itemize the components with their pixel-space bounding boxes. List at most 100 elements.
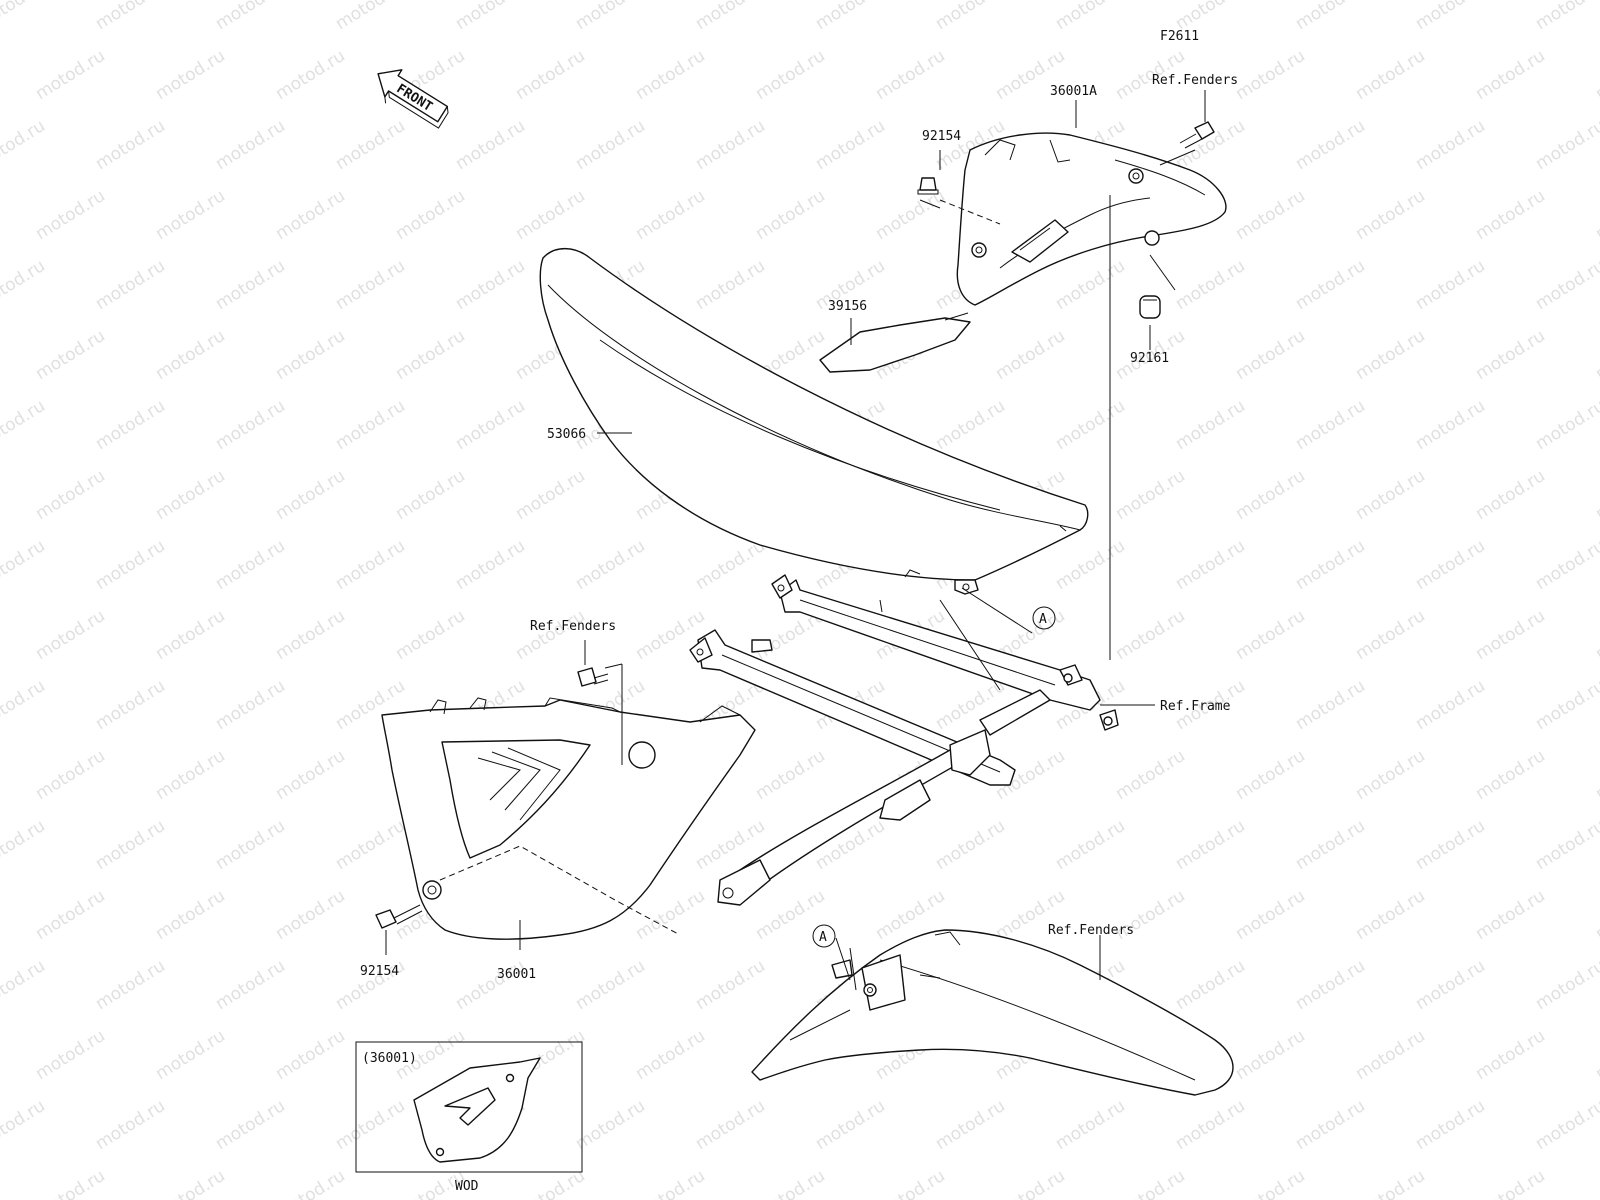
- watermark-text: motod.ru: [1592, 326, 1600, 384]
- label-circle-a-bottom: A: [819, 930, 827, 945]
- watermark-text: motod.ru: [1232, 46, 1309, 104]
- watermark-text: motod.ru: [752, 886, 829, 944]
- inset-caption: WOD: [455, 1179, 479, 1194]
- label-circle-a-top: A: [1039, 612, 1047, 627]
- watermark-text: motod.ru: [1292, 396, 1369, 454]
- watermark-text: motod.ru: [1532, 1096, 1600, 1154]
- watermark-text: motod.ru: [872, 186, 949, 244]
- watermark-text: motod.ru: [1412, 816, 1489, 874]
- watermark-text: motod.ru: [692, 256, 769, 314]
- watermark-text: motod.ru: [452, 0, 529, 34]
- watermark-text: motod.ru: [932, 0, 1009, 34]
- inset-title: (36001): [362, 1051, 417, 1066]
- watermark-text: motod.ru: [932, 816, 1009, 874]
- watermark-text: motod.ru: [752, 746, 829, 804]
- watermark-text: motod.ru: [812, 1096, 889, 1154]
- watermark-text: motod.ru: [1532, 676, 1600, 734]
- watermark-text: motod.ru: [92, 536, 169, 594]
- watermark-text: motod.ru: [512, 466, 589, 524]
- watermark-text: motod.ru: [212, 0, 289, 34]
- watermark-text: motod.ru: [0, 1096, 49, 1154]
- watermark-text: motod.ru: [32, 466, 109, 524]
- watermark-text: motod.ru: [1292, 536, 1369, 594]
- watermark-text: motod.ru: [0, 396, 49, 454]
- watermark-text: motod.ru: [152, 606, 229, 664]
- watermark-text: motod.ru: [1472, 326, 1549, 384]
- watermark-text: motod.ru: [92, 256, 169, 314]
- watermark-text: motod.ru: [512, 46, 589, 104]
- watermark-text: motod.ru: [212, 676, 289, 734]
- watermark-text: motod.ru: [1592, 746, 1600, 804]
- watermark-text: motod.ru: [92, 0, 169, 34]
- watermark-text: motod.ru: [0, 676, 49, 734]
- watermark-text: motod.ru: [272, 46, 349, 104]
- watermark-text: motod.ru: [1172, 1096, 1249, 1154]
- watermark-text: motod.ru: [1352, 46, 1429, 104]
- watermark-text: motod.ru: [332, 0, 409, 34]
- watermark-text: motod.ru: [92, 1096, 169, 1154]
- watermark-text: motod.ru: [1412, 676, 1489, 734]
- watermark-text: motod.ru: [1292, 676, 1369, 734]
- watermark-text: motod.ru: [572, 0, 649, 34]
- watermark-text: motod.ru: [452, 396, 529, 454]
- watermark-text: motod.ru: [152, 1026, 229, 1084]
- watermark-text: motod.ru: [1352, 466, 1429, 524]
- watermark-text: motod.ru: [1472, 186, 1549, 244]
- watermark-text: motod.ru: [1472, 1026, 1549, 1084]
- label-92154-bottom: 92154: [360, 964, 399, 979]
- label-ref-frame: Ref.Frame: [1160, 699, 1231, 714]
- watermark-text: motod.ru: [1472, 1166, 1549, 1200]
- inset-variant-box: (36001) WOD: [355, 1041, 583, 1194]
- watermark-text: motod.ru: [0, 0, 49, 34]
- watermark-text: motod.ru: [1232, 1026, 1309, 1084]
- watermark-text: motod.ru: [1052, 536, 1129, 594]
- watermark-text: motod.ru: [1172, 956, 1249, 1014]
- watermark-text: motod.ru: [1232, 186, 1309, 244]
- watermark-text: motod.ru: [1292, 256, 1369, 314]
- watermark-text: motod.ru: [212, 396, 289, 454]
- watermark-text: motod.ru: [272, 466, 349, 524]
- watermark-text: motod.ru: [1412, 116, 1489, 174]
- watermark-text: motod.ru: [272, 886, 349, 944]
- label-92161: 92161: [1130, 351, 1169, 366]
- watermark-text: motod.ru: [332, 536, 409, 594]
- watermark-text: motod.ru: [1592, 1166, 1600, 1200]
- watermark-text: motod.ru: [632, 1166, 709, 1200]
- watermark-text: motod.ru: [92, 816, 169, 874]
- watermark-text: motod.ru: [32, 886, 109, 944]
- label-39156: 39156: [828, 299, 867, 314]
- watermark-text: motod.ru: [572, 536, 649, 594]
- watermark-text: motod.ru: [392, 326, 469, 384]
- watermark-text: motod.ru: [812, 116, 889, 174]
- watermark-text: motod.ru: [32, 46, 109, 104]
- side-cover-36001A: [956, 132, 1227, 306]
- watermark-text: motod.ru: [332, 256, 409, 314]
- watermark-text: motod.ru: [1412, 1096, 1489, 1154]
- watermark-text: motod.ru: [272, 1026, 349, 1084]
- watermark-text: motod.ru: [1352, 186, 1429, 244]
- label-36001A: 36001A: [1050, 84, 1097, 99]
- watermark-text: motod.ru: [1532, 116, 1600, 174]
- watermark-text: motod.ru: [0, 256, 49, 314]
- watermark-text: motod.ru: [332, 1096, 409, 1154]
- watermark-text: motod.ru: [1112, 606, 1189, 664]
- watermark-text: motod.ru: [452, 116, 529, 174]
- watermark-text: motod.ru: [1052, 396, 1129, 454]
- watermark-text: motod.ru: [152, 886, 229, 944]
- watermark-text: motod.ru: [1472, 466, 1549, 524]
- watermark-text: motod.ru: [1112, 746, 1189, 804]
- watermark-text: motod.ru: [572, 1096, 649, 1154]
- label-ref-fenders-bottom: Ref.Fenders: [1048, 923, 1134, 938]
- watermark-text: motod.ru: [872, 1166, 949, 1200]
- watermark-text: motod.ru: [332, 116, 409, 174]
- watermark-text: motod.ru: [1412, 0, 1489, 34]
- watermark-text: motod.ru: [32, 1166, 109, 1200]
- watermark-text: motod.ru: [1052, 1096, 1129, 1154]
- watermark-text: motod.ru: [32, 186, 109, 244]
- watermark-text: motod.ru: [1232, 1166, 1309, 1200]
- watermark-text: motod.ru: [1172, 396, 1249, 454]
- bolt-92154-top: [917, 177, 939, 195]
- watermark-text: motod.ru: [1532, 256, 1600, 314]
- watermark-text: motod.ru: [1412, 396, 1489, 454]
